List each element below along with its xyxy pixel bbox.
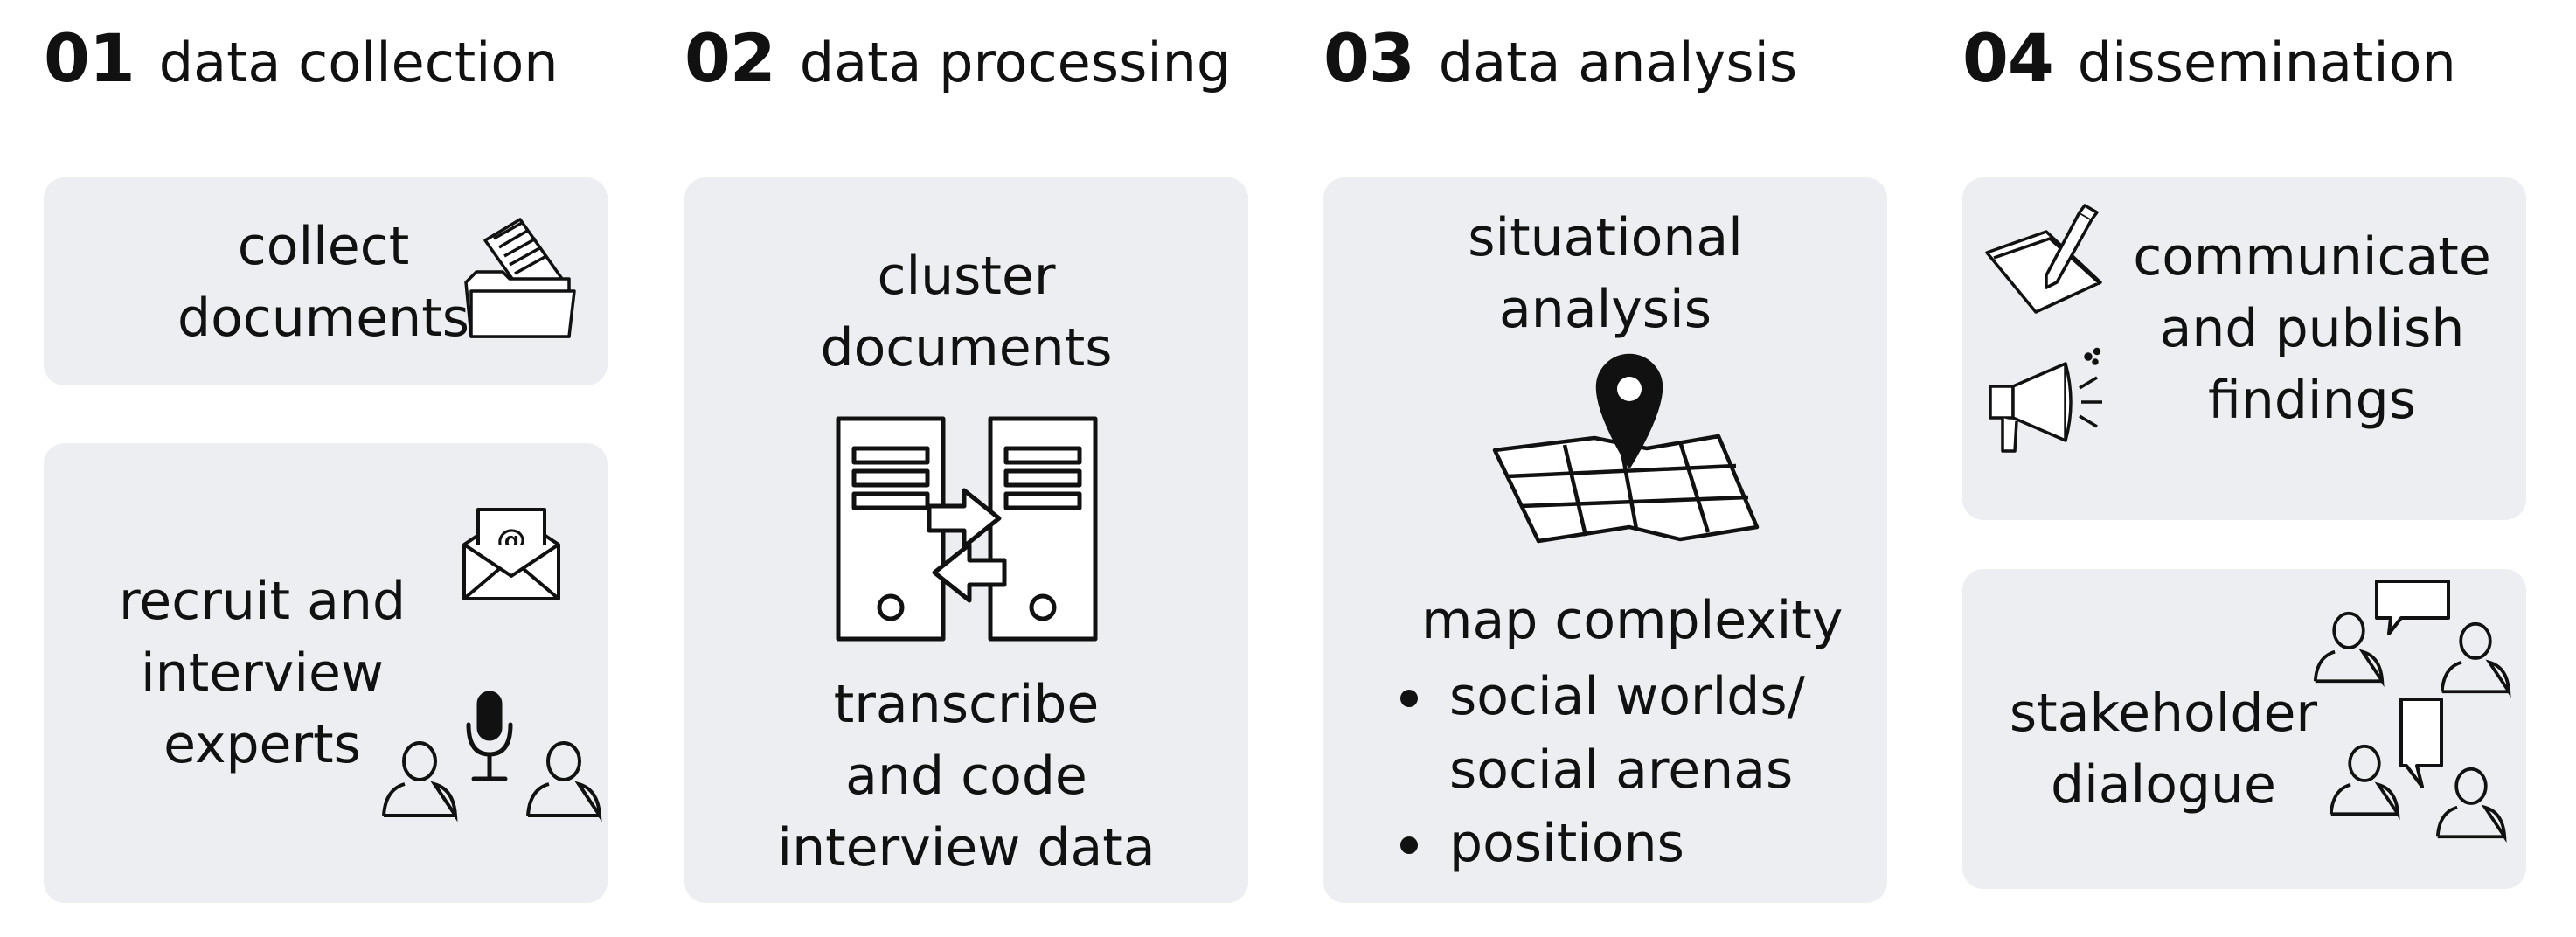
step-number: 04: [1962, 19, 2054, 97]
card-text: collect documents: [177, 216, 469, 349]
megaphone-icon: [1989, 347, 2102, 453]
bullet-icon: [1400, 836, 1418, 854]
card-text: stakeholder dialogue: [2009, 683, 2318, 816]
step-number: 01: [44, 19, 135, 97]
paper-pen-icon: [1985, 204, 2102, 314]
card-bottom-text: transcribe and code interview data: [777, 674, 1156, 878]
bullet-icon: [1400, 690, 1418, 707]
card-recruit-experts: recruit and interview experts @: [44, 443, 608, 903]
servers-transfer-icon: [836, 416, 1098, 642]
card-data-analysis: situational analysis map complexity soci…: [1323, 177, 1887, 903]
header-data-collection: 01 data collection: [44, 19, 559, 107]
speech-bubble-icon: [2399, 698, 2443, 788]
email-icon: @: [462, 508, 560, 600]
card-text: recruit and interview experts: [118, 571, 406, 775]
list-item: social worlds/ social arenas: [1392, 660, 1805, 807]
list-item-text: social worlds/ social arenas: [1449, 666, 1805, 801]
speech-bubble-icon: [2375, 580, 2450, 635]
step-title: data collection: [158, 31, 559, 94]
step-title: data analysis: [1438, 31, 1798, 94]
step-title: data processing: [799, 31, 1232, 94]
card-top-text: cluster documents: [820, 246, 1113, 378]
step-title: dissemination: [2077, 31, 2456, 94]
step-number: 03: [1323, 19, 1415, 97]
card-data-processing: cluster documents transcribe and code in…: [684, 177, 1248, 903]
card-communicate-findings: communicate and publish findings: [1962, 177, 2526, 520]
card-text: communicate and publish findings: [2133, 226, 2491, 431]
card-top-text: situational analysis: [1468, 207, 1743, 340]
bullet-list: social worlds/ social arenas positions: [1392, 660, 1805, 880]
card-stakeholder-dialogue: stakeholder dialogue: [1962, 569, 2526, 889]
list-title: map complexity: [1421, 590, 1843, 651]
header-dissemination: 04 dissemination: [1962, 19, 2456, 107]
documents-folder-icon: [464, 218, 576, 338]
person-icon: [2313, 611, 2385, 688]
person-icon: [2440, 621, 2511, 698]
person-icon: [382, 741, 458, 822]
person-icon: [2329, 744, 2400, 821]
list-item: positions: [1392, 807, 1805, 880]
step-number: 02: [684, 19, 776, 97]
map-pin-icon: [1492, 353, 1760, 544]
header-data-processing: 02 data processing: [684, 19, 1231, 107]
header-data-analysis: 03 data analysis: [1323, 19, 1797, 107]
person-icon: [2435, 767, 2507, 843]
list-item-text: positions: [1449, 813, 1684, 874]
microphone-icon: [466, 691, 513, 781]
card-collect-documents: collect documents: [44, 177, 608, 385]
person-icon: [526, 741, 602, 822]
